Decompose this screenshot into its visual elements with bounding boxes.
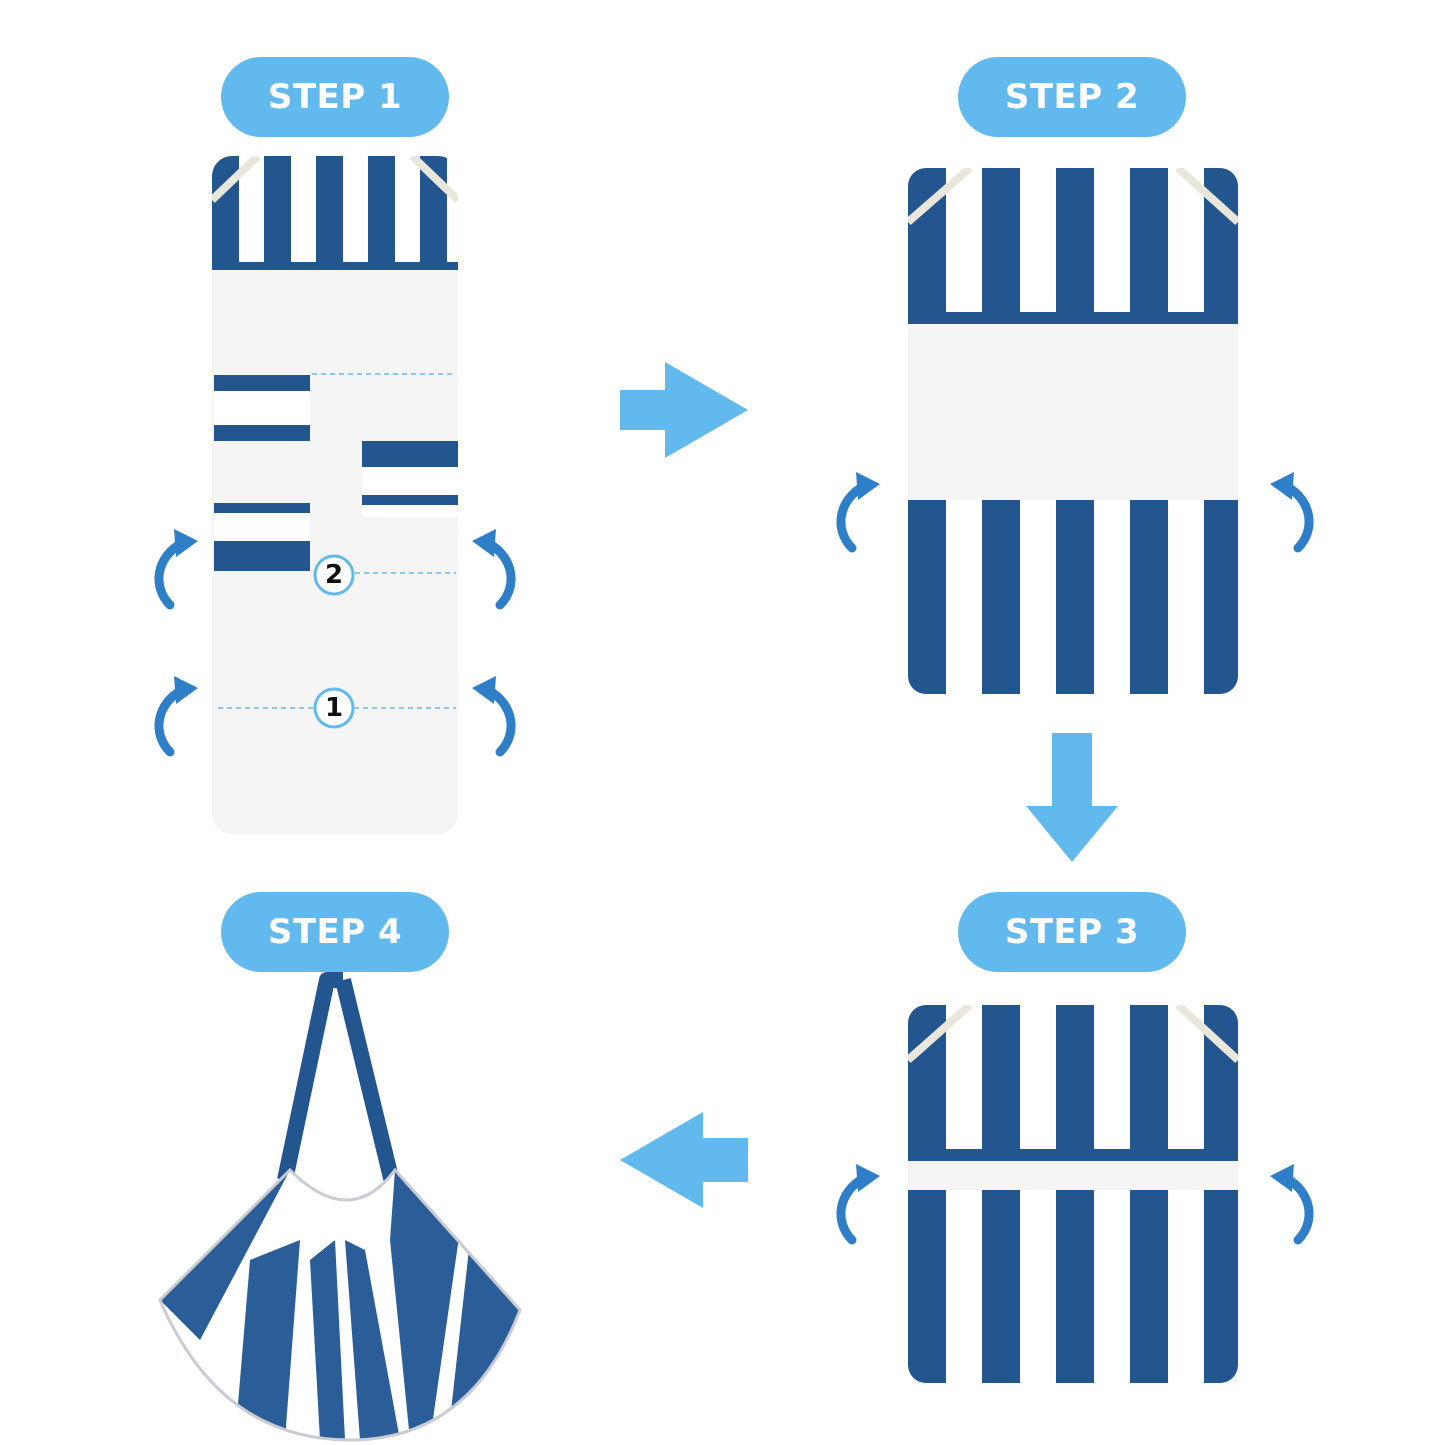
fabric-swatch	[214, 375, 310, 441]
curved-arrow-icon	[159, 676, 198, 752]
fabric-swatch	[362, 441, 458, 517]
curved-arrow-icon	[472, 529, 511, 605]
step-3-label: STEP 3	[958, 892, 1186, 972]
step-1-label: STEP 1	[221, 57, 449, 137]
curved-arrow-icon	[159, 529, 198, 605]
step-4-bag	[158, 972, 522, 1442]
step-3-towel	[908, 1005, 1238, 1383]
curved-arrow-icon	[1270, 472, 1309, 548]
curved-arrow-icon	[1270, 1164, 1309, 1240]
step-4-label: STEP 4	[221, 892, 449, 972]
fold-marker-1-number: 1	[324, 693, 344, 723]
curved-arrow-icon	[841, 472, 880, 548]
curved-arrow-icon	[841, 1164, 880, 1240]
towel-pocket-stripes	[212, 156, 458, 262]
step-2-towel	[908, 168, 1238, 694]
fold-marker-2-number: 2	[324, 560, 344, 590]
arrow-icon	[1026, 733, 1118, 862]
fabric-swatch	[214, 503, 310, 571]
arrow-icon	[620, 1112, 748, 1208]
step-2-label: STEP 2	[958, 57, 1186, 137]
fold-marker-2	[313, 554, 355, 596]
curved-arrow-icon	[472, 676, 511, 752]
arrow-icon	[620, 362, 748, 458]
fold-marker-1	[313, 687, 355, 729]
